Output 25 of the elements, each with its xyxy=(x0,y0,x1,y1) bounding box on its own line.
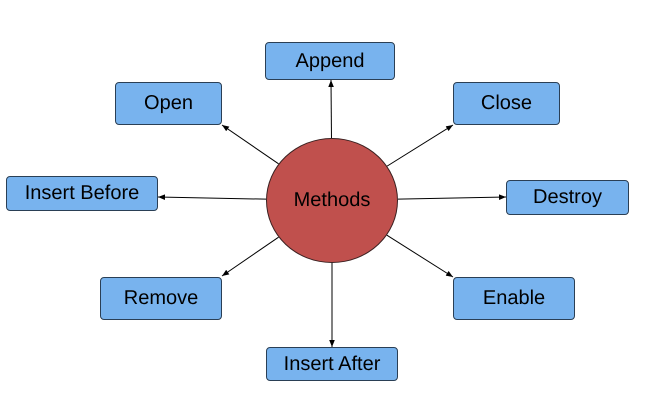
method-box xyxy=(6,176,158,211)
node-label: Open xyxy=(144,92,193,115)
arrow xyxy=(158,194,267,200)
arrow xyxy=(222,124,280,164)
node-label: Close xyxy=(480,92,532,115)
method-box xyxy=(265,42,395,80)
node-label: Insert Before xyxy=(24,182,140,205)
method-box xyxy=(453,277,575,320)
node-label: Enable xyxy=(482,287,546,310)
method-box xyxy=(115,82,222,125)
arrow xyxy=(386,124,454,167)
node-label: Remove xyxy=(124,287,198,310)
arrow xyxy=(328,80,334,138)
node-label: Append xyxy=(296,50,364,72)
method-box xyxy=(506,180,629,215)
arrow xyxy=(329,262,335,348)
method-box xyxy=(266,347,398,381)
node-label: Destroy xyxy=(533,186,602,209)
method-box xyxy=(100,277,222,320)
node-label: Insert After xyxy=(284,352,380,376)
arrow xyxy=(397,194,506,200)
arrow xyxy=(386,234,454,278)
node-label: Methods xyxy=(294,189,370,212)
arrow xyxy=(222,236,280,276)
method-box xyxy=(453,82,560,125)
